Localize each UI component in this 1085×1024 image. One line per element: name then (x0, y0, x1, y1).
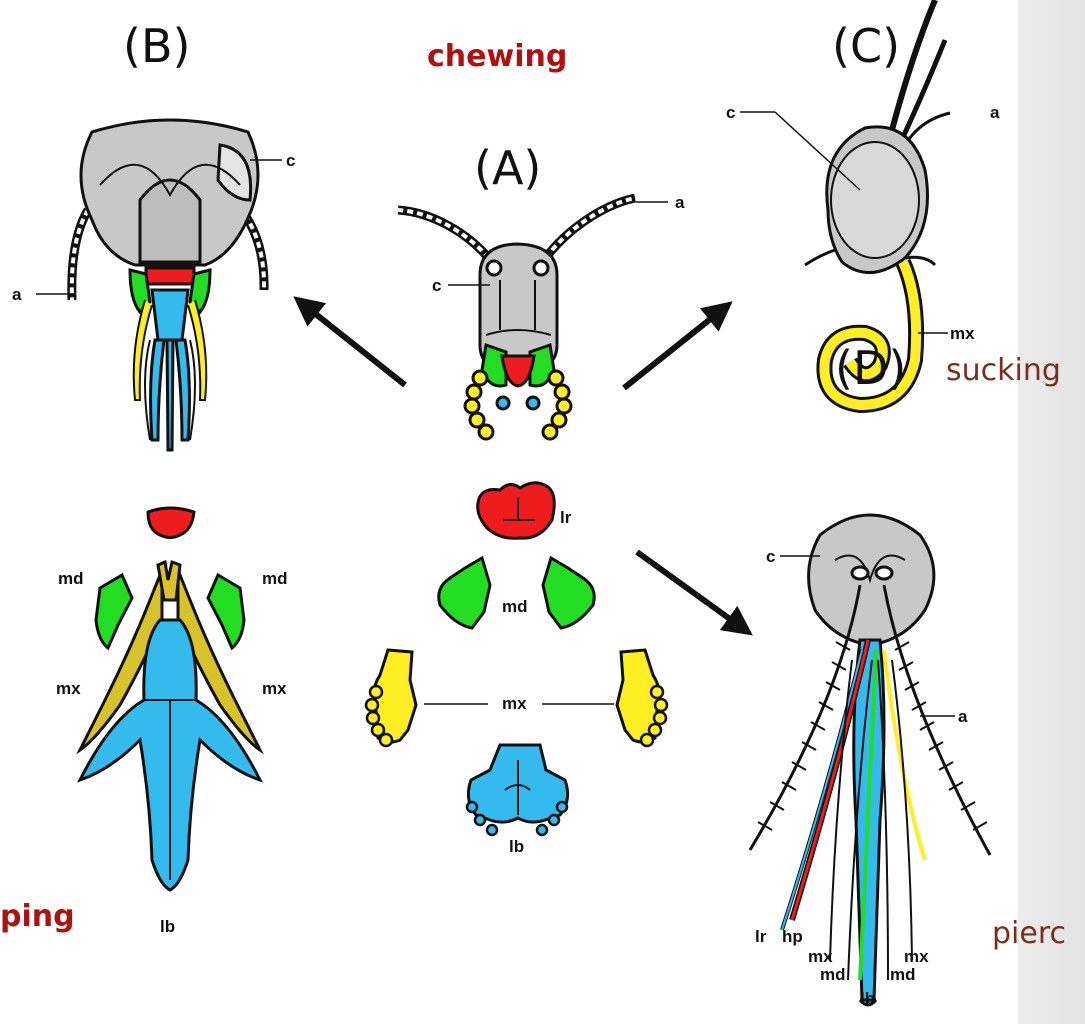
label-c-antenna: a (990, 104, 999, 121)
head-a (398, 198, 635, 439)
label-c-maxilla: mx (950, 325, 975, 342)
caption-sucking: sucking (946, 356, 1061, 386)
arrow-to-d (637, 552, 748, 632)
parts-b (80, 508, 260, 890)
panel-label-a: (A) (474, 145, 541, 191)
label-d-clypeus: c (766, 548, 775, 565)
label-d-mandible-left: md (820, 966, 846, 983)
label-d-maxilla-right: mx (904, 948, 929, 965)
arrow-to-b (298, 300, 405, 385)
label-b-mandible-right: md (262, 570, 288, 587)
arrow-to-c (624, 305, 728, 388)
label-a-labium: lb (509, 838, 524, 855)
head-b (72, 120, 264, 450)
panel-label-c: (C) (832, 23, 900, 69)
label-d-maxilla-left: mx (808, 948, 833, 965)
label-b-maxilla-right: mx (262, 680, 287, 697)
label-c-clypeus: c (726, 104, 735, 121)
label-a-mandible: md (502, 598, 528, 615)
caption-sponging: ping (0, 902, 75, 932)
label-d-labrum: lr (755, 928, 766, 945)
label-a-maxilla: mx (502, 695, 527, 712)
caption-piercing: pierc (992, 919, 1066, 949)
label-a-antenna: a (675, 194, 684, 211)
label-a-clypeus: c (432, 277, 441, 294)
label-b-labium: lb (160, 918, 175, 935)
label-b-antenna: a (12, 286, 21, 303)
label-a-labrum: lr (560, 509, 571, 526)
label-b-mandible-left: md (58, 570, 84, 587)
label-b-clypeus: c (286, 152, 295, 169)
label-d-hypopharynx: hp (782, 928, 803, 945)
label-d-labium: lb (860, 990, 875, 1007)
parts-a (366, 483, 667, 835)
panel-label-d: (D) (835, 345, 906, 391)
label-d-mandible-right: md (890, 966, 916, 983)
label-b-maxilla-left: mx (56, 680, 81, 697)
label-d-antenna: a (958, 708, 967, 725)
caption-chewing: chewing (427, 42, 567, 72)
panel-label-b: (B) (123, 23, 190, 69)
